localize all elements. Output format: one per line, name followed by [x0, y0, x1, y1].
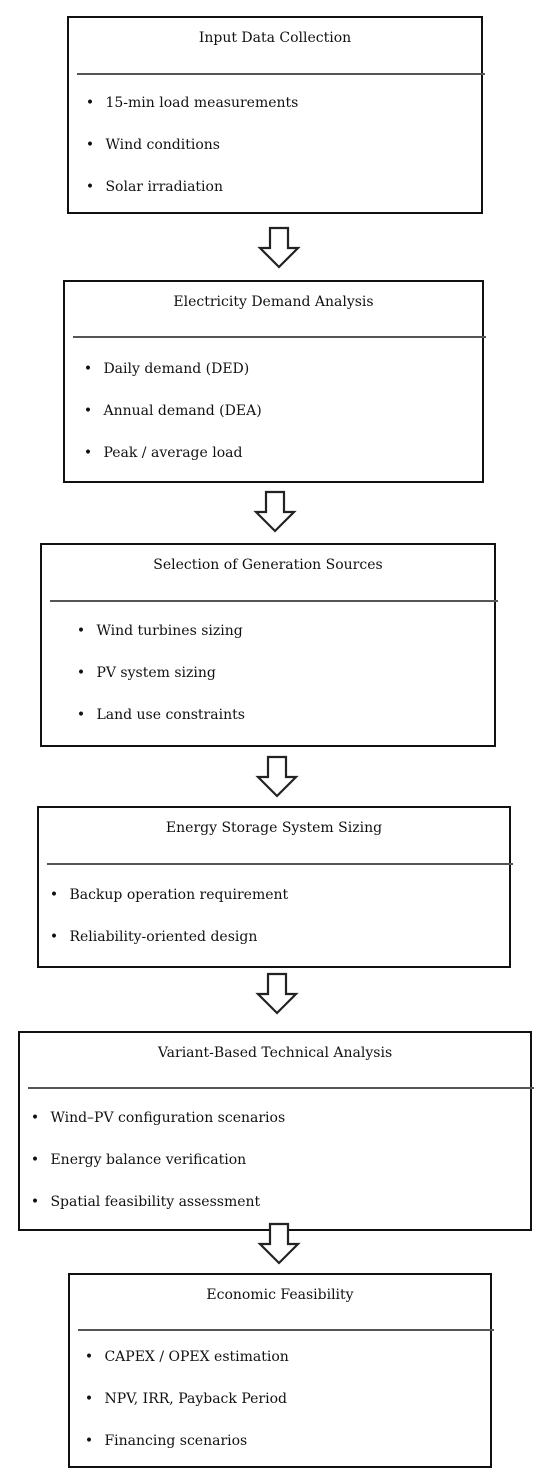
list-item: • Wind conditions [79, 124, 481, 166]
bullet-icon: • [85, 95, 95, 111]
list-item: • NPV, IRR, Payback Period [78, 1378, 490, 1420]
bullet-icon: • [83, 445, 93, 461]
list-item: • Backup operation requirement [43, 874, 509, 916]
step-box-selection-of-generation-sources: Selection of Generation Sources • Wind t… [40, 543, 498, 747]
list-item: • PV system sizing [70, 652, 494, 694]
down-arrow-icon [257, 1222, 301, 1265]
bullet-icon: • [84, 1433, 94, 1449]
list-item: • Annual demand (DEA) [77, 390, 482, 432]
step-title: Electricity Demand Analysis [173, 294, 374, 310]
step-title: Energy Storage System Sizing [165, 820, 383, 836]
bullet-icon: • [49, 929, 59, 945]
step-bullet-list: • Backup operation requirement • Reliabi… [43, 874, 509, 958]
list-item: • Energy balance verification [24, 1139, 530, 1181]
list-item: • CAPEX / OPEX estimation [78, 1336, 490, 1378]
step-box-economic-feasibility: Economic Feasibility • CAPEX / OPEX esti… [68, 1273, 494, 1468]
bullet-icon: • [83, 403, 93, 419]
list-item: • Solar irradiation [79, 166, 481, 208]
bullet-icon: • [76, 707, 86, 723]
title-divider [28, 1087, 534, 1089]
step-bullet-list: • Daily demand (DED) • Annual demand (DE… [77, 348, 482, 474]
bullet-icon: • [83, 361, 93, 377]
step-box-variant-based-technical-analysis: Variant-Based Technical Analysis • Wind–… [18, 1031, 534, 1231]
step-box-electricity-demand-analysis: Electricity Demand Analysis • Daily dema… [63, 280, 486, 483]
title-divider [73, 336, 486, 338]
down-arrow-icon [257, 226, 301, 269]
title-divider [78, 1329, 494, 1331]
list-item: • Wind turbines sizing [70, 610, 494, 652]
list-item: • 15-min load measurements [79, 82, 481, 124]
list-item: • Spatial feasibility assessment [24, 1181, 530, 1223]
bullet-icon: • [49, 887, 59, 903]
bullet-icon: • [30, 1152, 40, 1168]
list-item: • Daily demand (DED) [77, 348, 482, 390]
step-box-input-data-collection: Input Data Collection • 15-min load meas… [67, 16, 485, 214]
list-item: • Peak / average load [77, 432, 482, 474]
title-divider [47, 863, 513, 865]
step-bullet-list: • 15-min load measurements • Wind condit… [79, 82, 481, 208]
list-item: • Wind–PV configuration scenarios [24, 1097, 530, 1139]
down-arrow-icon [253, 490, 297, 533]
bullet-icon: • [84, 1391, 94, 1407]
bullet-icon: • [30, 1194, 40, 1210]
down-arrow-icon [255, 755, 299, 798]
step-title: Variant-Based Technical Analysis [157, 1045, 393, 1061]
bullet-icon: • [84, 1349, 94, 1365]
list-item: • Financing scenarios [78, 1420, 490, 1462]
list-item: • Reliability-oriented design [43, 916, 509, 958]
step-bullet-list: • CAPEX / OPEX estimation • NPV, IRR, Pa… [78, 1336, 490, 1462]
step-title: Economic Feasibility [206, 1287, 354, 1303]
bullet-icon: • [85, 137, 95, 153]
step-bullet-list: • Wind turbines sizing • PV system sizin… [70, 610, 494, 736]
bullet-icon: • [76, 623, 86, 639]
bullet-icon: • [85, 179, 95, 195]
title-divider [50, 600, 498, 602]
step-box-energy-storage-system-sizing: Energy Storage System Sizing • Backup op… [37, 806, 513, 968]
list-item: • Land use constraints [70, 694, 494, 736]
bullet-icon: • [76, 665, 86, 681]
down-arrow-icon [255, 972, 299, 1015]
step-title: Selection of Generation Sources [153, 557, 383, 573]
step-bullet-list: • Wind–PV configuration scenarios • Ener… [24, 1097, 530, 1223]
bullet-icon: • [30, 1110, 40, 1126]
step-title: Input Data Collection [198, 30, 352, 46]
title-divider [77, 73, 485, 75]
